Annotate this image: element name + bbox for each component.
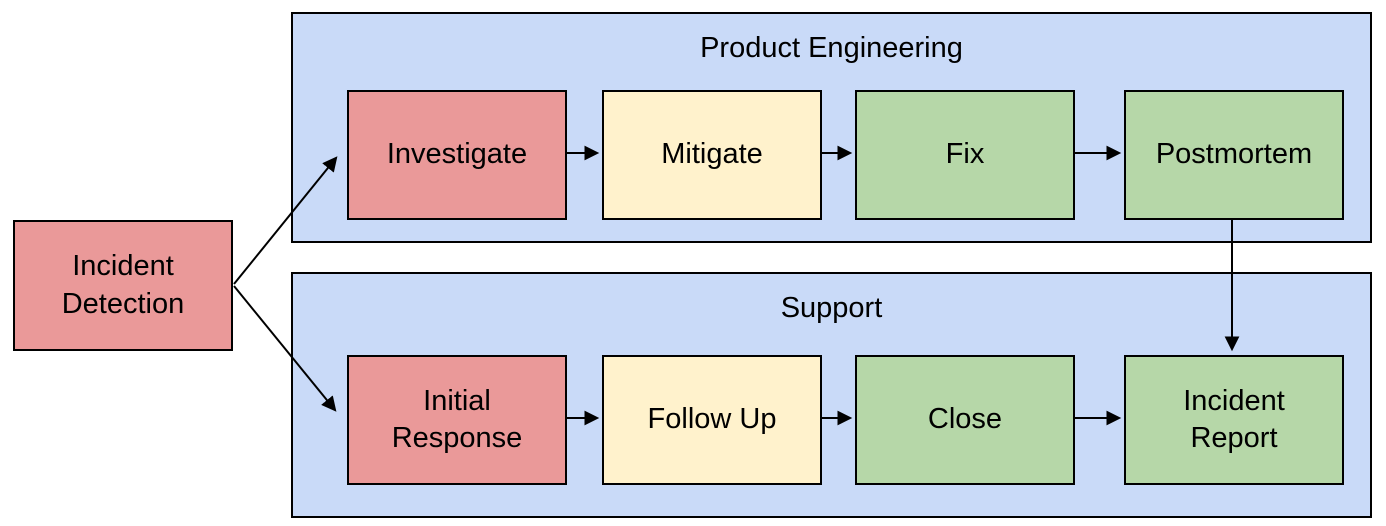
lane-title-product-engineering: Product Engineering	[700, 32, 963, 64]
node-label: Initial Response	[391, 384, 523, 454]
node-incident-report: Incident Report	[1124, 355, 1344, 485]
node-label: Investigate	[386, 138, 528, 171]
node-label: Close	[927, 403, 1003, 436]
node-label: Follow Up	[647, 403, 777, 436]
lane-title-support: Support	[780, 292, 883, 324]
node-label: Incident Report	[1183, 384, 1285, 454]
node-fix: Fix	[855, 90, 1075, 220]
node-label: Postmortem	[1155, 138, 1313, 171]
node-investigate: Investigate	[347, 90, 567, 220]
lane-product-engineering: Product Engineering Investigate Mitigate…	[291, 12, 1372, 243]
lane-support: Support Initial Response Follow Up Close…	[291, 272, 1372, 518]
node-label: Incident Detection	[61, 250, 185, 320]
node-mitigate: Mitigate	[602, 90, 822, 220]
node-close: Close	[855, 355, 1075, 485]
node-label: Mitigate	[661, 138, 763, 171]
node-initial-response: Initial Response	[347, 355, 567, 485]
node-postmortem: Postmortem	[1124, 90, 1344, 220]
node-label: Fix	[945, 138, 985, 171]
node-incident-detection: Incident Detection	[13, 220, 233, 351]
node-follow-up: Follow Up	[602, 355, 822, 485]
